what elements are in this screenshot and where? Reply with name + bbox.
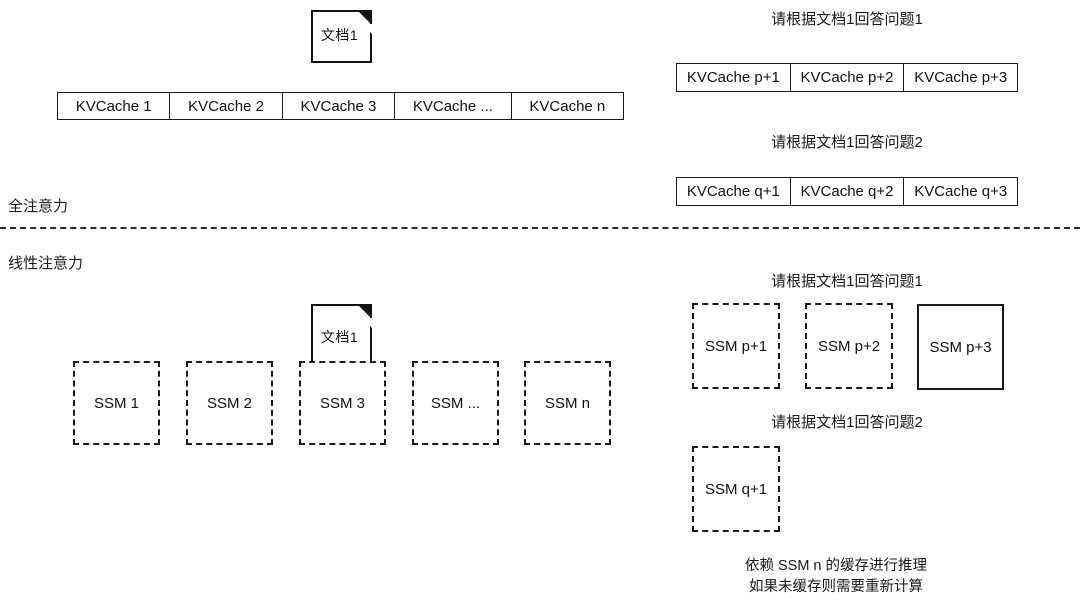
ssm-cell: SSM 1 [73,361,160,445]
kvcache-cell: KVCache q+3 [904,178,1018,205]
document-fold-corner-icon [357,304,373,329]
kvcache-query-1-strip: KVCache p+1 KVCache p+2 KVCache p+3 [676,63,1018,92]
document-fold-corner-inner [362,318,373,329]
ssm-cell: SSM 3 [299,361,386,445]
kvcache-cell: KVCache p+2 [790,64,905,91]
footnote-line-2: 如果未缓存则需要重新计算 [749,579,923,595]
ssm-cell-query-2: SSM q+1 [692,446,780,532]
ssm-cell-query-1-active: SSM p+3 [917,304,1004,390]
section-label-linear-attention: 线性注意力 [8,255,84,272]
kvcache-cell: KVCache p+1 [677,64,791,91]
ssm-cell: SSM n [524,361,611,445]
kvcache-document-strip: KVCache 1 KVCache 2 KVCache 3 KVCache ..… [57,92,624,120]
prompt-question-1-linear-attention: 请根据文档1回答问题1 [771,273,923,290]
prompt-question-1-full-attention: 请根据文档1回答问题1 [771,11,923,28]
ssm-cell: SSM ... [412,361,499,445]
kvcache-cell: KVCache 2 [170,93,283,119]
section-divider [0,227,1080,229]
kvcache-cell: KVCache n [511,93,624,119]
ssm-cell: SSM 2 [186,361,273,445]
kvcache-cell: KVCache 1 [58,93,171,119]
document-fold-corner-inner [362,24,373,35]
document-icon-label: 文档1 [320,328,359,345]
prompt-question-2-linear-attention: 请根据文档1回答问题2 [771,414,923,431]
footnote-line-1: 依赖 SSM n 的缓存进行推理 [744,558,928,574]
prompt-question-2-full-attention: 请根据文档1回答问题2 [771,134,923,151]
ssm-cell-query-1: SSM p+2 [805,303,893,389]
document-icon-full-attention: 文档1 [311,10,373,63]
section-label-full-attention: 全注意力 [8,198,69,215]
document-icon-label: 文档1 [320,26,359,43]
kvcache-cell: KVCache q+1 [677,178,791,205]
kvcache-cell: KVCache q+2 [790,178,905,205]
document-fold-corner-icon [357,10,373,35]
footnote-block: 依赖 SSM n 的缓存进行推理 如果未缓存则需要重新计算 [636,556,1036,598]
kvcache-query-2-strip: KVCache q+1 KVCache q+2 KVCache q+3 [676,177,1018,206]
kvcache-cell: KVCache p+3 [904,64,1018,91]
ssm-cell-query-1: SSM p+1 [692,303,780,389]
kvcache-cell: KVCache ... [395,93,512,119]
kvcache-cell: KVCache 3 [282,93,396,119]
